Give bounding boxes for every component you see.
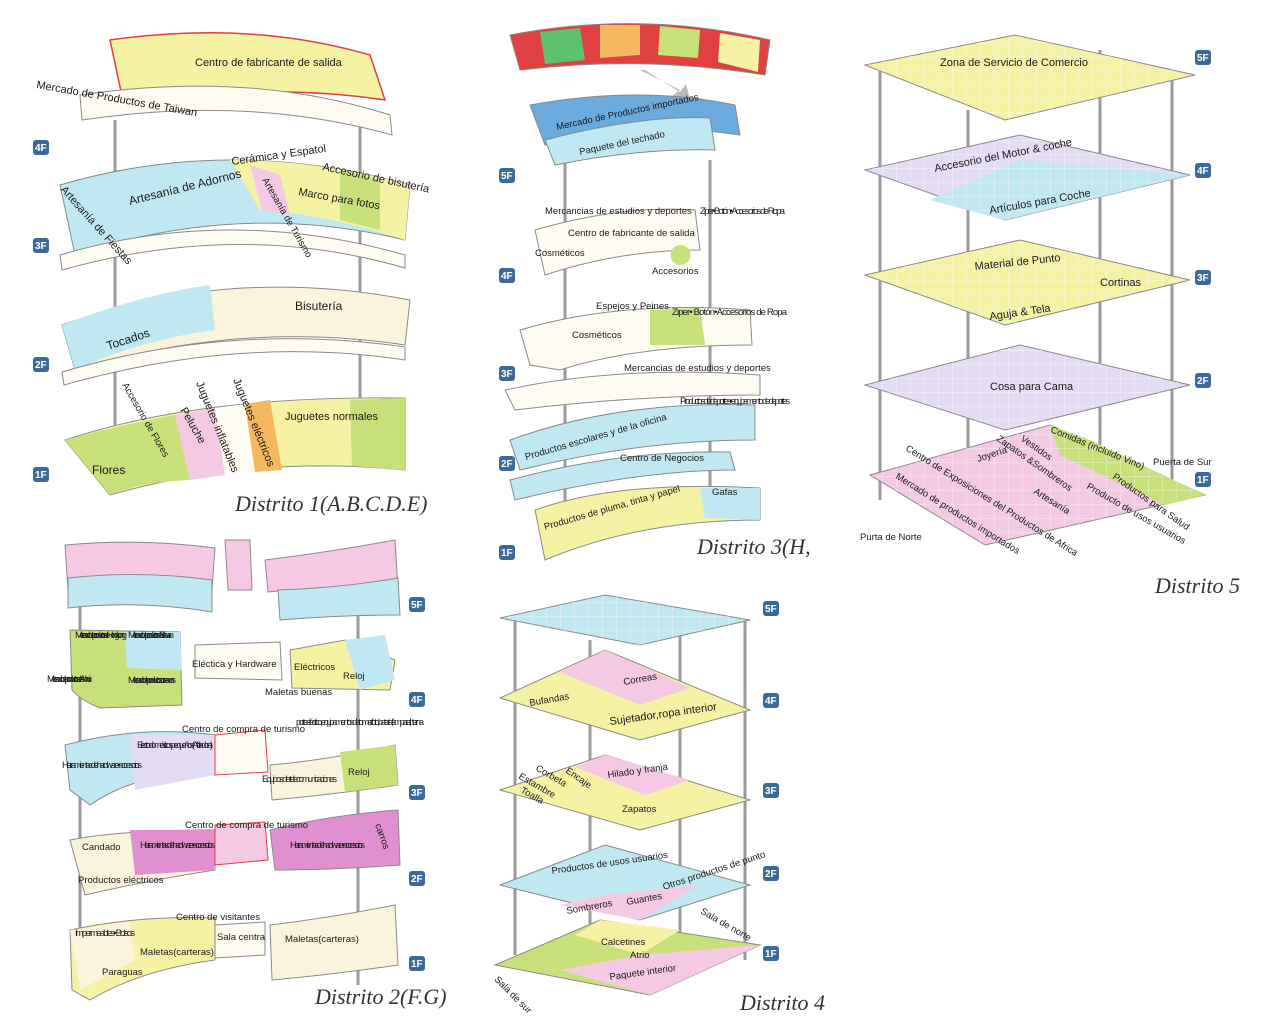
d3-label: Ziper•Botón• Accesorios de Ropa (700, 206, 786, 217)
d3-label: Cosméticos (535, 248, 585, 259)
svg-text:2F: 2F (1197, 376, 1209, 387)
d4-f3-slab (498, 754, 752, 831)
svg-text:1F: 1F (765, 949, 777, 960)
svg-text:5F: 5F (501, 171, 513, 182)
svg-text:5F: 5F (411, 600, 423, 611)
d3-title: Distrito 3(H, (696, 534, 811, 559)
d3-label: Centro de fabricante de salida (568, 228, 695, 239)
d2-label: Maletas(carteras) (140, 947, 214, 958)
d2-label: Impermeables• Bolsos (75, 928, 135, 939)
d2-label: Paraguas (102, 967, 143, 978)
d2-label: Reloj (348, 767, 370, 778)
d2-label: Herramientas de hardware•accesorios (62, 760, 142, 771)
district-5: Zona de Servicio de Comercio Accesorio d… (860, 34, 1240, 598)
d2-label: Productos eléctricos (78, 875, 164, 886)
d4-title: Distrito 4 (739, 990, 825, 1015)
d3-label: Espejos y Peines (596, 301, 669, 312)
svg-text:4F: 4F (1197, 166, 1209, 177)
d4-label: Sala de sur (492, 974, 534, 1016)
d1-label: Bisutería (295, 299, 343, 313)
d2-label: Centro de compra de turismo (185, 820, 308, 831)
d3-f2-slab (509, 403, 756, 471)
d2-label: Sala centra (217, 932, 266, 943)
d1-floor-badges: 4F 3F 2F 1F (33, 140, 49, 482)
d2-label: Candado (82, 842, 121, 853)
svg-text:3F: 3F (35, 241, 47, 252)
d2-label: Eléctricos (294, 662, 335, 673)
svg-text:1F: 1F (411, 959, 423, 970)
d2-label: Centro de visitantes (176, 912, 260, 923)
d2-label: Eléctica y Hardware (192, 659, 276, 670)
d5-label: Cosa para Cama (990, 381, 1074, 393)
d3-label: Centro de Negocios (620, 453, 704, 464)
svg-text:2F: 2F (35, 360, 47, 371)
d3-floor-badges: 5F 4F 3F 2F 1F (499, 168, 515, 560)
svg-text:5F: 5F (765, 604, 777, 615)
svg-text:3F: 3F (1197, 273, 1209, 284)
district-1: Centro de fabricante de salida Mercado d… (33, 31, 431, 516)
svg-text:4F: 4F (501, 271, 513, 282)
d2-label: Mercado de productos de Anhui (47, 674, 92, 685)
district-3: Mercado de Productos importados Paquete … (499, 23, 811, 561)
d2-label: Mercado de productos de Sichuan (128, 630, 174, 641)
d5-label: Cortinas (1100, 277, 1141, 289)
svg-text:1F: 1F (35, 470, 47, 481)
d1-label: Juguetes normales (285, 411, 378, 423)
d3-label: Gafas (712, 487, 738, 498)
d3-label: Productos de deportes• equipamento de de… (680, 396, 790, 407)
d4-floor-badges: 5F 4F 3F 2F 1F (763, 601, 779, 961)
svg-text:3F: 3F (411, 788, 423, 799)
d2-title: Distrito 2(F.G) (314, 984, 447, 1009)
d2-label: Electrodomésticos pequeños (Afeitadora) (137, 740, 213, 751)
svg-text:1F: 1F (1197, 475, 1209, 486)
d2-label: Equipos de telecomunicaciones (262, 774, 337, 785)
svg-text:1F: 1F (501, 548, 513, 559)
d5-label: Puerta de Sur (1153, 457, 1212, 468)
d5-label: Purta de Norte (860, 532, 922, 543)
d3-label: Ziper• Botón•Accesorios de Ropa (672, 307, 788, 318)
d2-floor-badges: 5F 4F 3F 2F 1F (409, 597, 425, 971)
d2-label: Mercado de productos de Hongkong (75, 630, 127, 641)
svg-text:3F: 3F (765, 786, 777, 797)
d1-label: Centro de fabricante de salida (195, 57, 343, 69)
d3-label: Accesorios (652, 266, 699, 277)
district-4: Correas Bufandas Sujetador,ropa interior… (492, 594, 825, 1016)
svg-text:4F: 4F (35, 143, 47, 154)
svg-text:2F: 2F (501, 459, 513, 470)
d2-label: Reloj (343, 671, 365, 682)
svg-text:5F: 5F (1197, 53, 1209, 64)
svg-text:4F: 4F (411, 695, 423, 706)
d3-label: Mercancias de estudios y deportes (624, 363, 771, 374)
d3-label: Cosméticos (572, 330, 622, 341)
d4-label: Calcetines (601, 937, 646, 948)
d5-label: Zona de Servicio de Comercio (940, 57, 1088, 69)
district-2: Mercado de productos de Hongkong Mercado… (47, 539, 447, 1009)
d5-floor-badges: 5F 4F 3F 2F 1F (1195, 50, 1211, 487)
d2-label: Centro de compra de turismo (182, 724, 305, 735)
svg-text:4F: 4F (765, 696, 777, 707)
d2-label: Herramientas de hardware•accesorios (290, 840, 365, 851)
d5-title: Distrito 5 (1154, 573, 1240, 598)
d2-label: Maletas buenas (265, 687, 332, 698)
d4-label: Zapatos (622, 804, 657, 815)
d2-label: Mercado de productos correanos (128, 675, 176, 686)
d1-label: Flores (92, 463, 125, 477)
svg-text:2F: 2F (411, 874, 423, 885)
d4-label: Atrio (630, 950, 650, 961)
d3-label: Mercancias de estudios y deportes (545, 206, 692, 217)
d2-label: porte eléctrico, equipamentos de tomar f… (296, 717, 425, 728)
d2-label: Maletas(carteras) (285, 934, 359, 945)
d3-f4-slab (534, 208, 701, 276)
d1-title: Distrito 1(A.B.C.D.E) (234, 491, 428, 516)
svg-text:3F: 3F (501, 369, 513, 380)
d2-label: Herramientas de hardware•accesorios (140, 840, 215, 851)
svg-text:2F: 2F (765, 869, 777, 880)
